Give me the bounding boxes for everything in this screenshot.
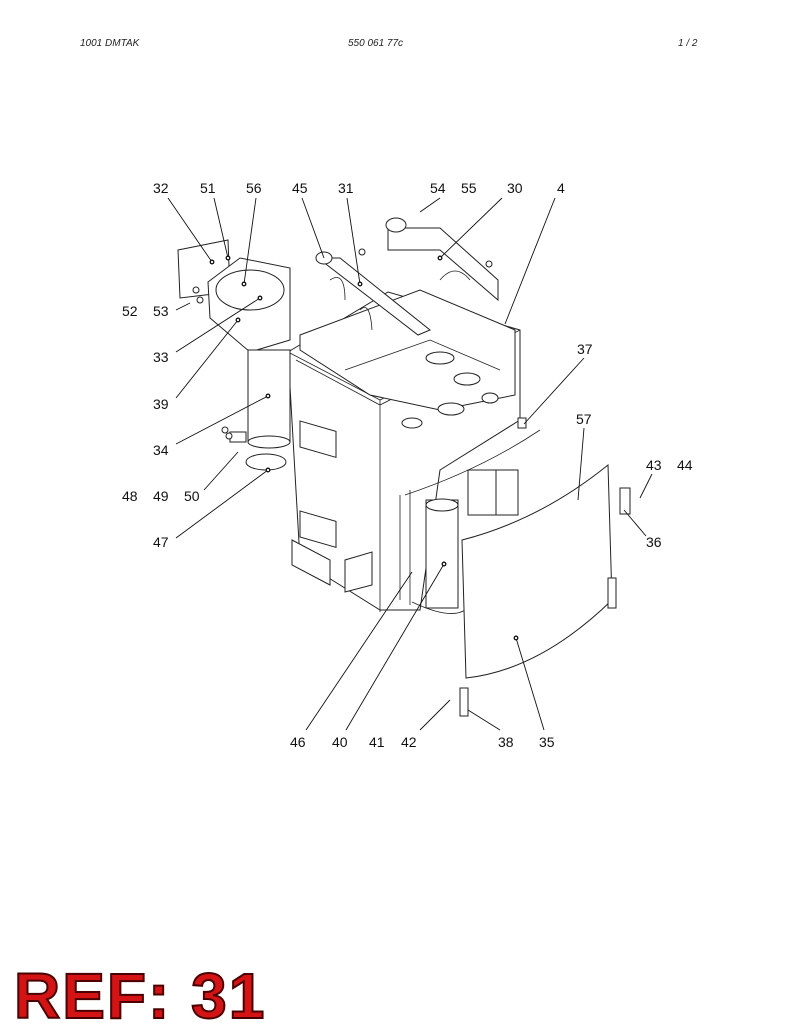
callout-4: 4: [557, 180, 565, 196]
callout-labels: 32 51 56 45 31 54 55 30 4 52 53 33 37 39…: [122, 180, 693, 750]
callout-36: 36: [646, 534, 662, 550]
leader-points: [209, 255, 519, 641]
callout-42: 42: [401, 734, 417, 750]
callout-41: 41: [369, 734, 385, 750]
callout-38: 38: [498, 734, 514, 750]
callout-44: 44: [677, 457, 693, 473]
callout-39: 39: [153, 396, 169, 412]
callout-32: 32: [153, 180, 169, 196]
hose-clamp: [245, 453, 287, 471]
header-left-code: 1001 DMTAK: [80, 38, 140, 49]
callout-33: 33: [153, 349, 169, 365]
header-page-number: 1 / 2: [678, 38, 698, 49]
leader-lines: [167, 197, 653, 731]
callout-45: 45: [292, 180, 308, 196]
callout-40: 40: [332, 734, 348, 750]
callout-57: 57: [576, 411, 592, 427]
callout-47: 47: [153, 534, 169, 550]
callout-48: 48: [122, 488, 138, 504]
callout-56: 56: [246, 180, 262, 196]
callout-54: 54: [430, 180, 446, 196]
callout-34: 34: [153, 442, 169, 458]
callout-52: 52: [122, 303, 138, 319]
callout-43: 43: [646, 457, 662, 473]
callout-53: 53: [153, 303, 169, 319]
callout-30: 30: [507, 180, 523, 196]
callout-51: 51: [200, 180, 216, 196]
header-part-number: 550 061 77c: [348, 38, 404, 49]
ref-badge: REF: 31: [13, 960, 267, 1032]
callout-37: 37: [577, 341, 593, 357]
callout-35: 35: [539, 734, 555, 750]
callout-46: 46: [290, 734, 306, 750]
callout-31: 31: [338, 180, 354, 196]
machine-drawing: [177, 217, 631, 717]
filter-cartridge: [425, 499, 459, 609]
callout-55: 55: [461, 180, 477, 196]
callout-50: 50: [184, 488, 200, 504]
callout-49: 49: [153, 488, 169, 504]
